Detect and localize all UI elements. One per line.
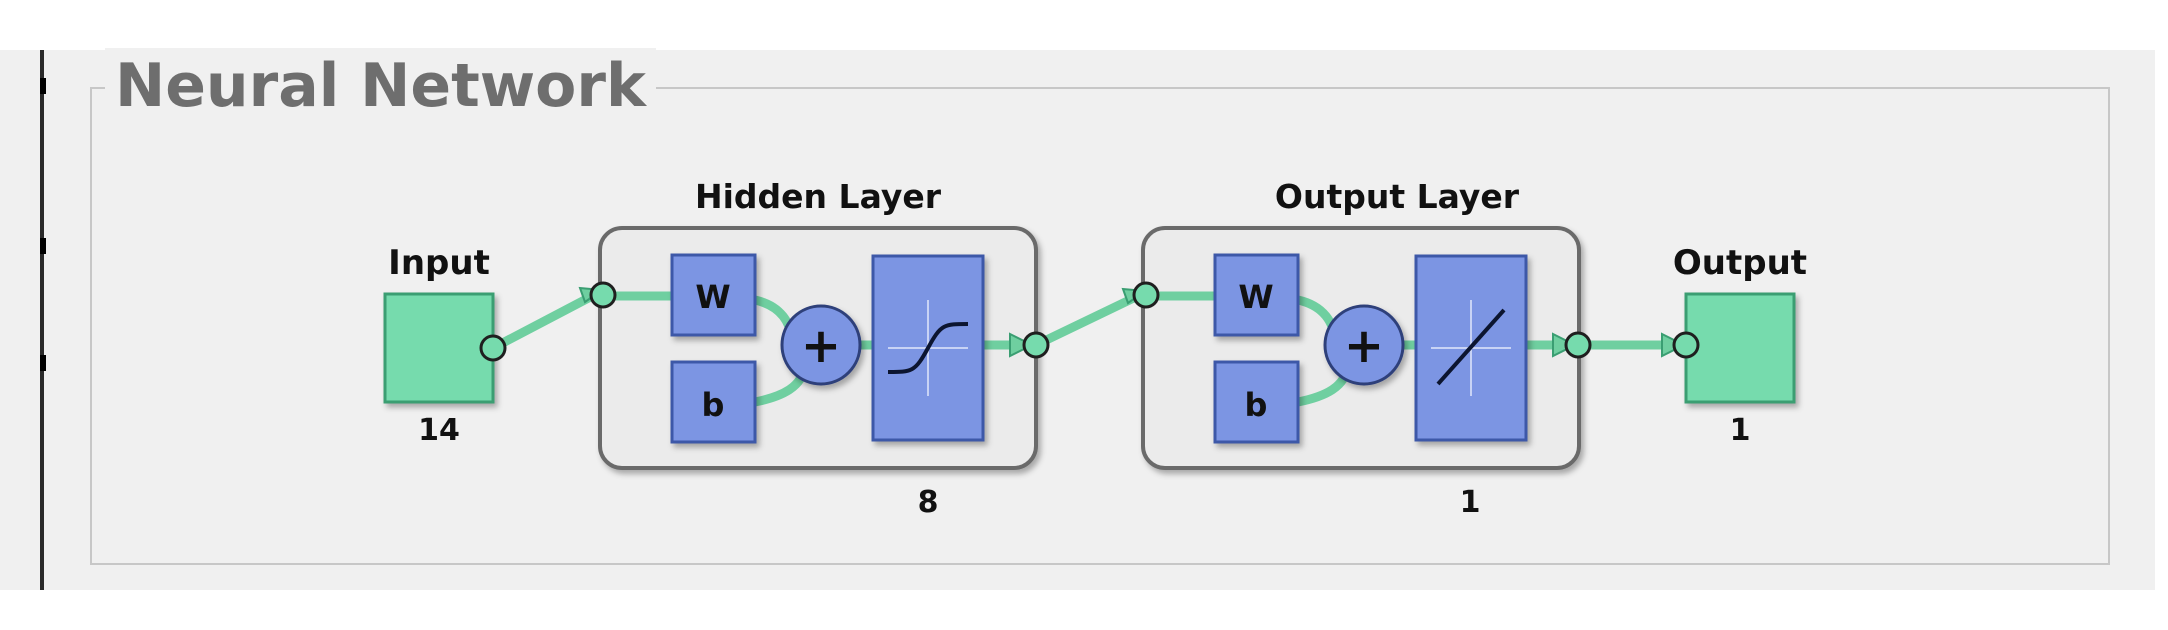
window-edge-tick	[40, 355, 46, 371]
linear-icon	[1436, 308, 1506, 386]
output-node	[1684, 292, 1796, 404]
input-node	[383, 292, 495, 404]
window-edge-tick	[40, 238, 46, 254]
hidden-weight-block	[670, 253, 757, 337]
output-label: Output	[1673, 243, 1807, 283]
window-edge-tick	[40, 78, 46, 94]
output-layer-label: Output Layer	[1275, 177, 1520, 216]
hidden-bias-block	[670, 360, 757, 444]
hidden-layer-label: Hidden Layer	[695, 177, 942, 216]
hidden-sum-label: +	[801, 318, 841, 374]
output-bias-block	[1213, 360, 1300, 444]
output-sum-node	[1323, 304, 1405, 386]
hidden-sum-node	[780, 304, 862, 386]
output-layer-size: 1	[1460, 485, 1481, 520]
hidden-weight-label: W	[695, 278, 730, 316]
output-size: 1	[1730, 413, 1751, 448]
output-bias-label: b	[1245, 386, 1268, 424]
output-weight-label: W	[1238, 278, 1273, 316]
hidden-bias-label: b	[702, 386, 725, 424]
groupbox-title: Neural Network	[105, 48, 656, 124]
input-label: Input	[388, 243, 490, 283]
input-size: 14	[418, 413, 460, 448]
output-sum-label: +	[1344, 318, 1384, 374]
output-weight-block	[1213, 253, 1300, 337]
panel-background	[0, 50, 2155, 590]
hidden-layer-size: 8	[918, 485, 939, 520]
sigmoid-icon	[887, 322, 969, 374]
window-left-border	[40, 50, 44, 590]
connector-dots	[479, 281, 1700, 362]
neural-network-groupbox	[90, 87, 2110, 565]
